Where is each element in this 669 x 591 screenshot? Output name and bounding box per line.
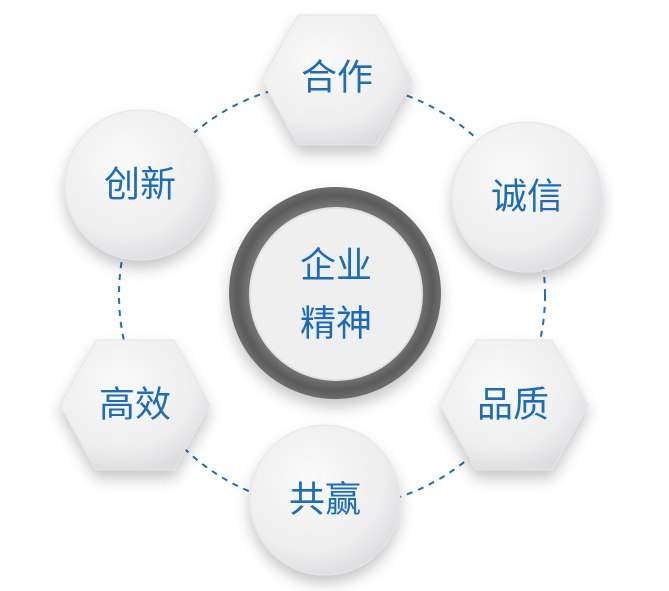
node-hezuo: 合作: [261, 14, 413, 146]
node-label: 创新: [104, 165, 176, 206]
node-label: 高效: [99, 385, 171, 426]
node-label: 品质: [477, 385, 549, 426]
node-gaoxiao: 高效: [59, 339, 211, 471]
node-chengxin: 诚信: [451, 121, 603, 273]
node-label: 共赢: [289, 480, 361, 521]
node-pinzhi: 品质: [439, 339, 589, 471]
node-gongying: 共赢: [249, 424, 401, 576]
center-label-line2: 精神: [300, 304, 372, 345]
center-node: 企业 精神: [229, 187, 441, 399]
node-chuangxin: 创新: [64, 109, 216, 261]
node-label: 合作: [301, 58, 373, 99]
dashed-orbit: [118, 81, 546, 509]
center-label-line1: 企业: [300, 246, 372, 287]
node-label: 诚信: [491, 177, 563, 218]
